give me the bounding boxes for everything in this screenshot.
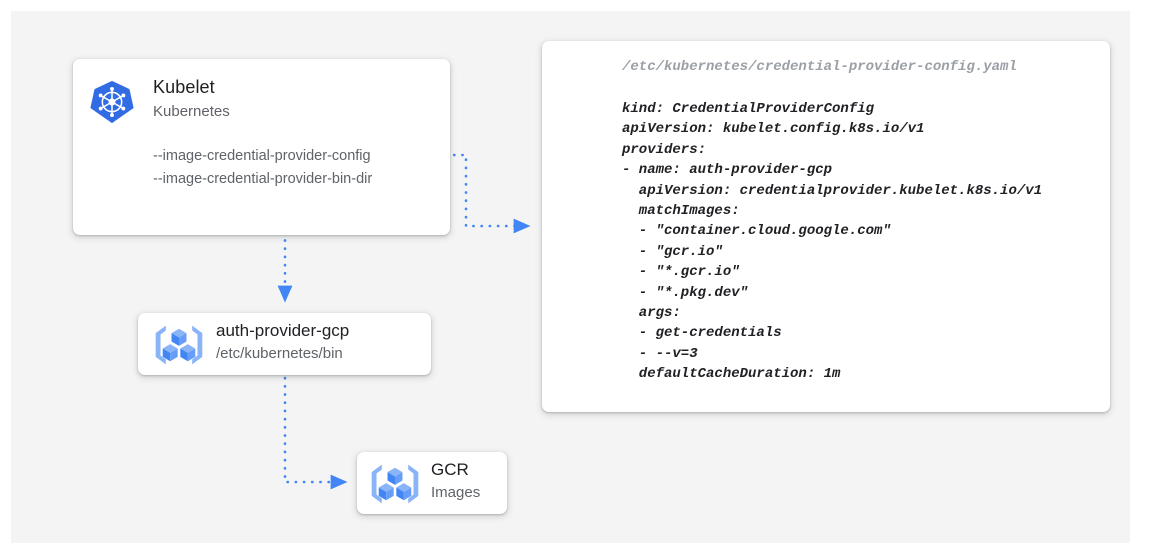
kubelet-subtitle: Kubernetes	[153, 103, 230, 120]
auth-provider-gcp-node-card[interactable]: auth-provider-gcp /etc/kubernetes/bin	[138, 313, 431, 375]
kubelet-node-card[interactable]: Kubelet Kubernetes --image-credential-pr…	[73, 59, 450, 235]
yaml-content: kind: CredentialProviderConfig apiVersio…	[622, 101, 1043, 383]
auth-provider-subtitle: /etc/kubernetes/bin	[216, 345, 343, 362]
gcp-container-registry-icon	[155, 325, 203, 365]
gcp-container-registry-icon	[371, 464, 419, 504]
cube-bottom-left	[162, 344, 178, 362]
cube-bottom-right	[180, 344, 196, 362]
auth-provider-title: auth-provider-gcp	[216, 321, 350, 340]
credential-provider-config-card[interactable]: /etc/kubernetes/credential-provider-conf…	[542, 41, 1110, 412]
gcr-subtitle: Images	[431, 484, 481, 501]
gcr-title: GCR	[431, 460, 469, 479]
cube-bottom-left	[378, 483, 394, 501]
gcr-node-card[interactable]: GCR Images	[357, 452, 507, 514]
kubelet-flag-image-credential-provider-config: --image-credential-provider-config	[153, 148, 371, 164]
cube-top	[171, 328, 187, 346]
cube-top	[387, 467, 403, 485]
kubernetes-logo-icon	[90, 80, 134, 124]
kubelet-flag-image-credential-provider-bin-dir: --image-credential-provider-bin-dir	[153, 171, 373, 187]
yaml-file-path: /etc/kubernetes/credential-provider-conf…	[622, 59, 1017, 75]
kubelet-title: Kubelet	[153, 77, 215, 97]
cube-bottom-right	[396, 483, 412, 501]
